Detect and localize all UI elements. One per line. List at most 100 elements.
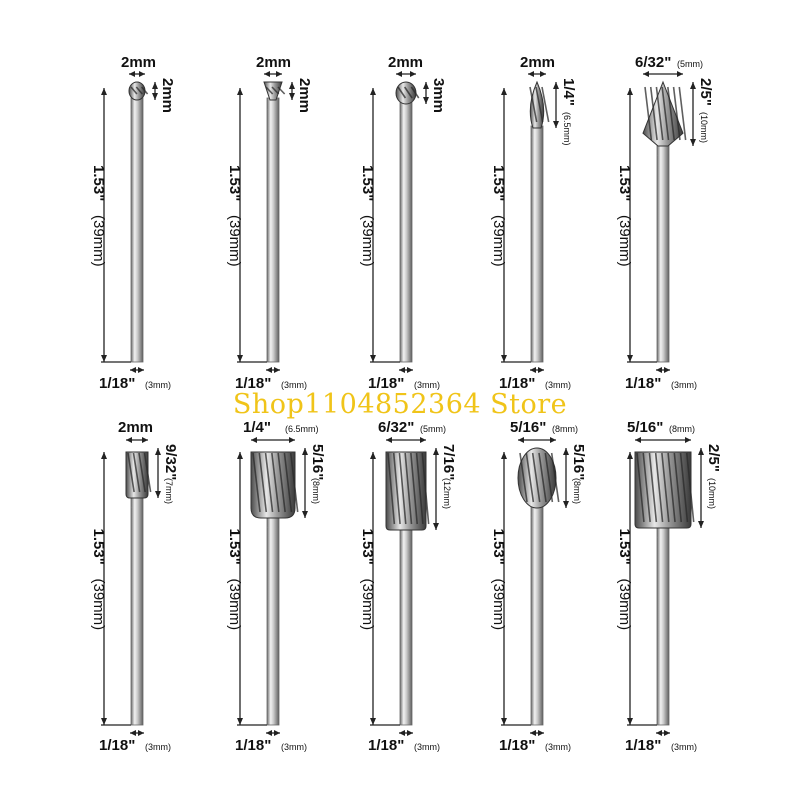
length-mm: (39mm) bbox=[490, 579, 507, 631]
flute-line bbox=[672, 86, 681, 141]
head-width-label: 2mm bbox=[520, 54, 555, 71]
length-label: 1.53"(39mm) bbox=[226, 529, 243, 631]
flute-line bbox=[283, 452, 293, 513]
flute-line bbox=[661, 86, 670, 141]
length-label: 1.53" (39mm) bbox=[226, 165, 243, 267]
shank-mm: (3mm) bbox=[281, 742, 307, 752]
neck bbox=[531, 126, 543, 138]
head-height-mm: (8mm) bbox=[572, 478, 582, 504]
length-mm: (39mm) bbox=[616, 579, 633, 631]
shank-mm: (3mm) bbox=[671, 742, 697, 752]
neck bbox=[657, 144, 669, 156]
flute-line bbox=[642, 452, 651, 523]
flute-line bbox=[265, 86, 274, 95]
head-height-inch: 5/16" bbox=[570, 444, 587, 480]
shank-inch: 1/18" bbox=[235, 375, 271, 392]
length-label: 1.53" (39mm) bbox=[490, 529, 507, 631]
shank-inch: 1/18" bbox=[99, 375, 135, 392]
length-mm: (39mm) bbox=[226, 215, 243, 267]
shank bbox=[399, 101, 413, 363]
flute-line bbox=[135, 86, 143, 95]
shank-inch: 1/18" bbox=[235, 737, 271, 754]
flute-line bbox=[529, 86, 538, 123]
flute-line bbox=[636, 452, 645, 523]
flute-line bbox=[421, 452, 430, 525]
flute-line bbox=[404, 86, 413, 99]
head-height-label: 2mm bbox=[159, 78, 176, 113]
flute-line bbox=[127, 452, 135, 493]
head-width-mm: (8mm) bbox=[552, 424, 578, 434]
head-height-label: 5/16"(8mm) bbox=[570, 444, 587, 504]
length-inch: 1.53" bbox=[226, 165, 243, 201]
head-height-inch: 5/16" bbox=[309, 444, 326, 480]
head-width-label: 6/32" bbox=[635, 54, 671, 71]
neck bbox=[131, 496, 143, 508]
length-mm: (39mm) bbox=[359, 579, 376, 631]
flute-line bbox=[667, 86, 676, 141]
shank-inch: 1/18" bbox=[368, 375, 404, 392]
head-width-mm: (5mm) bbox=[677, 59, 703, 69]
neck bbox=[531, 506, 543, 518]
shank-inch: 1/18" bbox=[625, 375, 661, 392]
length-mm: (39mm) bbox=[90, 579, 107, 631]
shank bbox=[656, 525, 670, 726]
flute-line bbox=[277, 452, 286, 513]
flute-line bbox=[649, 86, 658, 141]
head-height-label: 3mm bbox=[430, 78, 447, 113]
shank bbox=[266, 515, 280, 726]
flute-line bbox=[264, 452, 274, 513]
head-width-label: 2mm bbox=[256, 54, 291, 71]
head-width-label: 5/16" bbox=[510, 419, 546, 436]
burr-bit-8: 1.53"(39mm)1/18"(3mm)6/32"(5mm)7/16"(12m… bbox=[359, 419, 457, 754]
head-height-label: 1/4"(6.5mm) bbox=[560, 78, 577, 146]
shank-inch: 1/18" bbox=[368, 737, 404, 754]
flute-line bbox=[141, 86, 149, 95]
length-label: 1.53"(39mm) bbox=[359, 529, 376, 631]
head-width-mm: (8mm) bbox=[669, 424, 695, 434]
shank bbox=[530, 505, 544, 726]
flute-line bbox=[679, 452, 689, 523]
shank bbox=[530, 125, 544, 363]
head-height-mm: (10mm) bbox=[707, 478, 717, 509]
flute-line bbox=[525, 452, 535, 503]
length-inch: 1.53" bbox=[490, 529, 507, 565]
flute-line bbox=[132, 452, 141, 493]
flute-line bbox=[655, 86, 664, 141]
shank-inch: 1/18" bbox=[625, 737, 661, 754]
length-mm: (39mm) bbox=[616, 215, 633, 267]
neck bbox=[400, 528, 412, 540]
head-height-inch: 7/16" bbox=[440, 444, 457, 480]
shank bbox=[656, 143, 670, 363]
burr-bit-9: 1.53"(39mm)1/18"(3mm)5/16"(8mm)5/16"(8mm… bbox=[490, 419, 587, 754]
flute-line bbox=[648, 452, 658, 523]
flute-line bbox=[535, 86, 544, 123]
flute-line bbox=[550, 452, 560, 503]
length-inch: 1.53" bbox=[490, 165, 507, 201]
flute-line bbox=[392, 452, 401, 525]
neck bbox=[267, 98, 279, 110]
head-width-label: 2mm bbox=[121, 54, 156, 71]
head-width-label: 1/4" bbox=[243, 419, 271, 436]
head-height-label: 7/16"(12mm) bbox=[440, 444, 457, 509]
flute-line bbox=[673, 452, 683, 523]
head-width-label: 2mm bbox=[118, 419, 153, 436]
flute-line bbox=[667, 452, 676, 523]
neck bbox=[400, 102, 412, 114]
head-height-inch: 2/5" bbox=[697, 78, 714, 106]
head-width-mm: (5mm) bbox=[420, 424, 446, 434]
head-height-label: 5/16"(8mm) bbox=[309, 444, 326, 504]
flute-line bbox=[271, 452, 280, 513]
head-height-mm: (12mm) bbox=[442, 478, 452, 509]
flute-line bbox=[531, 452, 541, 503]
length-inch: 1.53" bbox=[616, 165, 633, 201]
shank-mm: (3mm) bbox=[145, 380, 171, 390]
head-height-inch: 2mm bbox=[296, 78, 313, 113]
flute-line bbox=[387, 452, 396, 525]
flute-line bbox=[410, 452, 419, 525]
shank-mm: (3mm) bbox=[671, 380, 697, 390]
